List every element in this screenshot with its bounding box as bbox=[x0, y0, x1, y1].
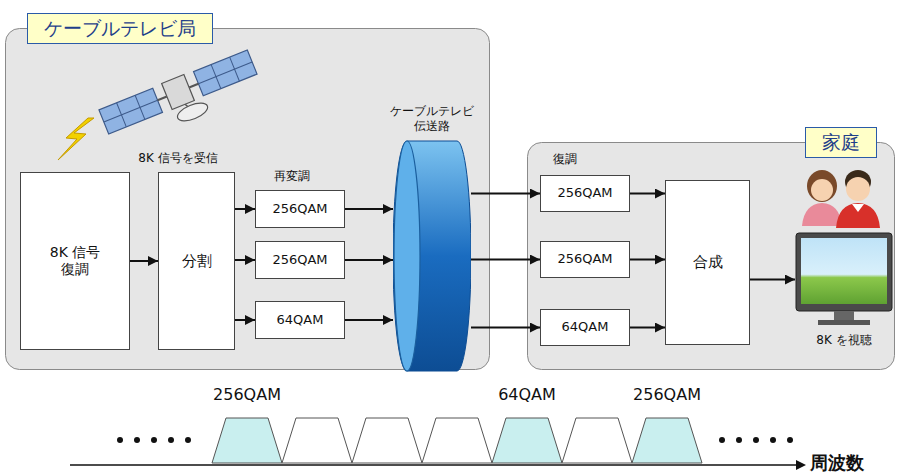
signal-arrow bbox=[750, 279, 795, 281]
box-label: 256QAM bbox=[557, 251, 612, 267]
modulator-box: 256QAM bbox=[255, 241, 345, 279]
caption-text: 8K 信号を受信 bbox=[138, 152, 217, 166]
channel-label: 64QAM bbox=[498, 386, 556, 404]
signal-arrow bbox=[471, 193, 540, 195]
box-label: 合成 bbox=[693, 253, 723, 272]
lightning-symbol bbox=[58, 118, 94, 160]
signal-arrow bbox=[345, 319, 393, 321]
caption-text: ケーブルテレビ 伝送路 bbox=[387, 104, 477, 134]
cylinder-shape bbox=[393, 140, 471, 372]
signal-arrow bbox=[630, 327, 665, 329]
signal-arrow bbox=[630, 193, 665, 195]
spectrum-channels bbox=[212, 418, 702, 463]
box-label: 256QAM bbox=[557, 185, 612, 201]
demodulator-box: 8K 信号 復調 bbox=[20, 172, 130, 350]
signal-arrow bbox=[345, 208, 393, 210]
home-panel: 256QAM256QAM64QAM合成8K を視聴家庭 bbox=[527, 142, 895, 370]
television-set: 8K を視聴 bbox=[795, 232, 893, 327]
panel-title: ケーブルテレビ局 bbox=[27, 13, 213, 44]
box-label: 8K 信号 復調 bbox=[43, 244, 107, 279]
demodulator-box: 256QAM bbox=[540, 175, 630, 212]
signal-arrow bbox=[235, 259, 255, 261]
box-label: 64QAM bbox=[277, 312, 324, 328]
signal-arrow bbox=[471, 259, 540, 261]
channel-label: 256QAM bbox=[213, 386, 281, 404]
signal-arrow bbox=[235, 208, 255, 210]
panel-background bbox=[528, 143, 895, 370]
frequency-axis bbox=[70, 460, 806, 470]
panel-title: 家庭 bbox=[805, 127, 877, 158]
signal-arrow bbox=[471, 327, 540, 329]
stage-label: 再変調 bbox=[274, 170, 310, 184]
demodulator-box: 64QAM bbox=[540, 309, 630, 346]
signal-arrow bbox=[130, 260, 158, 262]
stage-label: 復調 bbox=[553, 153, 577, 167]
satellite-icon bbox=[99, 49, 264, 151]
signal-arrow bbox=[235, 319, 255, 321]
axis-label: 周波数 bbox=[810, 453, 864, 474]
box-label: 256QAM bbox=[272, 201, 327, 217]
caption-text: 8K を視聴 bbox=[816, 333, 871, 348]
viewers-icon bbox=[802, 170, 880, 228]
combiner-box: 合成 bbox=[665, 180, 750, 345]
modulator-box: 64QAM bbox=[255, 301, 345, 339]
modulator-box: 256QAM bbox=[255, 190, 345, 228]
box-label: 256QAM bbox=[272, 252, 327, 268]
television-shape bbox=[795, 232, 893, 327]
signal-arrow bbox=[345, 259, 393, 261]
channel-label: 256QAM bbox=[633, 386, 701, 404]
signal-arrow bbox=[630, 259, 665, 261]
transmission-cylinder: ケーブルテレビ 伝送路 bbox=[393, 140, 471, 372]
splitter-box: 分割 bbox=[158, 172, 235, 350]
ellipsis-dots bbox=[117, 437, 793, 443]
box-label: 分割 bbox=[182, 252, 212, 271]
demodulator-box: 256QAM bbox=[540, 241, 630, 278]
box-label: 64QAM bbox=[562, 319, 609, 335]
